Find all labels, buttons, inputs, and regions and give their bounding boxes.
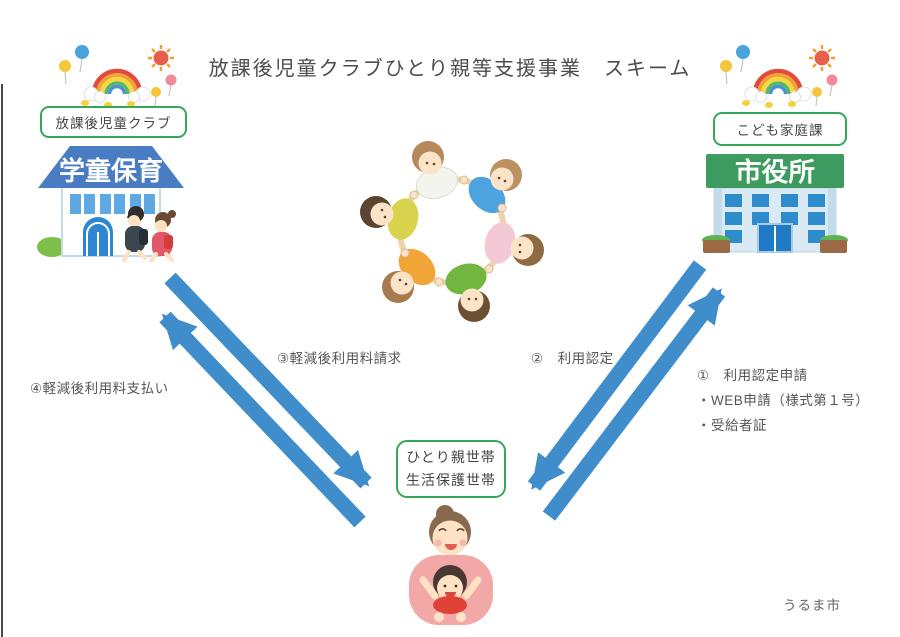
planter	[702, 235, 848, 253]
scan-artifact-line	[1, 84, 3, 637]
left-org-label: 放課後児童クラブ	[55, 116, 172, 131]
balloon-icon	[59, 45, 177, 107]
chick-icon	[81, 100, 135, 108]
windows	[70, 194, 155, 214]
festive-decoration-right	[720, 45, 838, 108]
step2-label: ② 利用認定	[531, 351, 614, 366]
roof-shape	[38, 146, 184, 188]
step1-note-certificate: ・受給者証	[697, 418, 767, 433]
child-shirt	[433, 596, 467, 614]
festive-decoration-left	[59, 45, 177, 108]
children-running-icon	[122, 206, 176, 262]
step1-note-web: ・WEB申請（様式第１号）	[697, 393, 870, 408]
children-bodies	[387, 166, 516, 295]
children-circle-icon	[360, 141, 544, 322]
right-org-label-box: こども家庭課	[713, 112, 847, 146]
school-building-icon: 学童保育	[37, 146, 184, 262]
sign-board	[706, 154, 844, 188]
children-heads	[360, 141, 544, 322]
arrow-step1-application	[542, 287, 726, 521]
right-org-label: こども家庭課	[736, 123, 824, 138]
chick-icon	[742, 100, 796, 108]
sun-icon	[148, 45, 174, 71]
city-credit: うるま市	[783, 598, 841, 613]
balloon-icon	[720, 45, 838, 107]
left-org-label-box: 放課後児童クラブ	[40, 106, 187, 138]
school-sign-text: 学童保育	[59, 156, 163, 186]
step4-label: ④軽減後利用料支払い	[30, 381, 169, 396]
household-line2: 生活保護世帯	[406, 472, 496, 488]
household-label-box: ひとり親世帯 生活保護世帯	[396, 440, 506, 498]
rainbow-icon	[744, 68, 812, 103]
step1-block: ① 利用認定申請 ・WEB申請（様式第１号） ・受給者証	[697, 363, 869, 438]
page-title: 放課後児童クラブひとり親等支援事業 スキーム	[208, 58, 692, 80]
step3-label: ③軽減後利用料請求	[277, 351, 402, 366]
parent-child-icon	[409, 505, 493, 625]
joined-hands	[400, 175, 507, 287]
arrow-step3-billing	[164, 272, 372, 489]
city-hall-icon: 市役所	[702, 154, 848, 253]
sun-icon	[809, 45, 835, 71]
step1-label: ① 利用認定申請	[697, 368, 808, 383]
bush-icon	[37, 237, 67, 257]
rainbow-icon	[83, 68, 151, 103]
city-hall-sign-text: 市役所	[735, 157, 815, 187]
household-line1: ひとり親世帯	[406, 449, 496, 465]
